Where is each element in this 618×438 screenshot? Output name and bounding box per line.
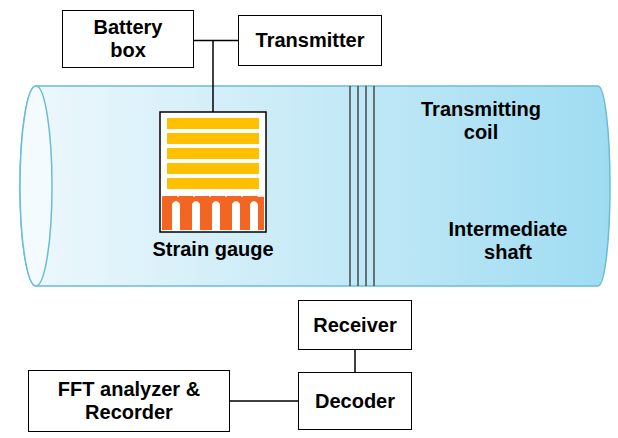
connector: [355, 350, 356, 372]
coil-winding: [357, 86, 358, 286]
decoder-box: Decoder: [298, 372, 412, 430]
battery-box: Battery box: [62, 10, 194, 68]
gauge-grid: [167, 118, 259, 189]
part-label: Strain gauge: [140, 238, 286, 261]
node-text: Transmitting coil: [406, 98, 556, 144]
analyzer-box: FFT analyzer & Recorder: [28, 370, 230, 432]
intermediate-shaft: Transmitting coilIntermediate shaft: [18, 84, 614, 288]
receiver-box: Receiver: [298, 300, 412, 350]
gauge-backing: [160, 112, 266, 232]
node-text: FFT analyzer & Recorder: [44, 378, 214, 424]
gauge-tabs: [172, 201, 258, 230]
node-text: Decoder: [315, 390, 395, 413]
connector: [194, 40, 238, 41]
connector: [230, 401, 298, 402]
node-text: Intermediate shaft: [438, 218, 578, 264]
transmitter-box: Transmitter: [238, 15, 382, 66]
gauge-pads: [162, 196, 264, 230]
coil-winding: [373, 86, 374, 286]
node-text: Battery box: [83, 16, 173, 62]
node-text: Transmitter: [256, 29, 365, 52]
coil-winding: [349, 86, 350, 286]
gauge-wire: [212, 41, 214, 113]
coil-winding: [365, 86, 366, 286]
node-text: Receiver: [313, 314, 396, 337]
